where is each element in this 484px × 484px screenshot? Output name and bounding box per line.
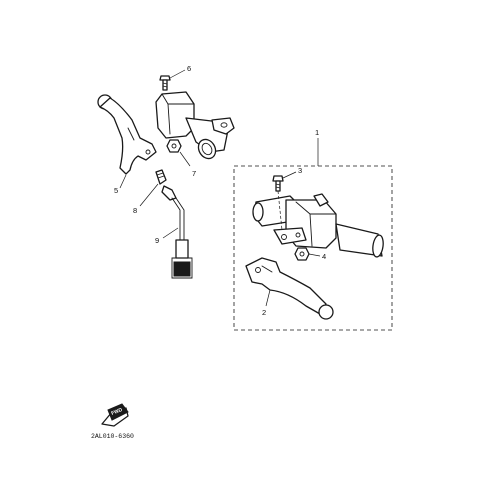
callout-8: 8 [133,206,137,215]
callout-5: 5 [114,186,118,195]
callout-2: 2 [262,308,266,317]
fwd-label: FWD [111,407,124,417]
callout-6: 6 [187,64,191,73]
leader-2 [265,289,271,307]
callout-4: 4 [322,252,326,261]
part-6-bolt [159,75,171,91]
callout-9: 9 [155,236,159,245]
fwd-arrow-badge: FWD [101,403,129,427]
part-5-lever [97,94,157,175]
part-4-nut [294,247,310,261]
left-bracket-housing [155,91,235,160]
part-8-switch [155,169,167,185]
leader-4 [308,253,321,257]
leader-3 [282,171,297,179]
leader-5 [119,174,127,189]
diagram-code: 2AL010-6360 [91,433,134,440]
part-7-nut [166,139,182,153]
callout-1: 1 [315,128,319,137]
right-bracket-housing [252,193,384,258]
part-2-lever [245,257,334,320]
leader-7 [179,151,191,167]
assembly-box-1 [233,165,393,331]
part-3-bolt [272,175,284,231]
callout-7: 7 [192,169,196,178]
leader-8 [139,183,159,207]
part-9-switch-lead [161,185,193,279]
leader-9 [162,227,179,239]
lever-pivot-plate [273,227,307,245]
leader-6 [169,69,186,79]
callout-3: 3 [298,166,302,175]
